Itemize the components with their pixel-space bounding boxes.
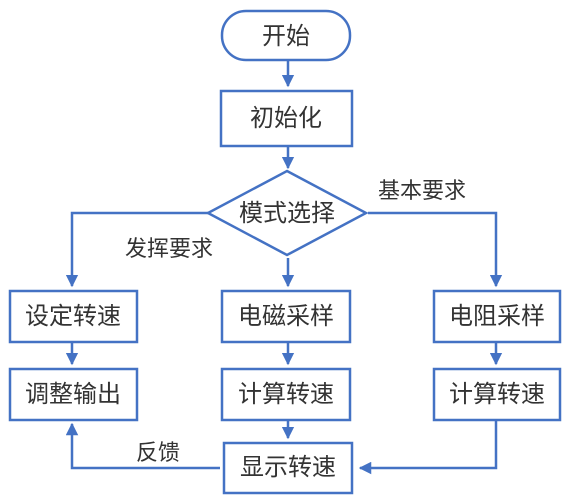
edge-select-to-set-speed [65, 211, 208, 288]
calc-speed-right-label: 计算转速 [449, 380, 545, 408]
init-node-label: 初始化 [250, 104, 322, 132]
edge-labels: 发挥要求 基本要求 反馈 [125, 179, 466, 466]
set-speed-node [8, 289, 139, 344]
start-node [220, 9, 352, 62]
em-sampling-node [220, 289, 352, 344]
init-node [219, 89, 354, 148]
edges [65, 60, 503, 475]
feedback-label: 反馈 [136, 441, 180, 466]
basic-requirement-label: 基本要求 [378, 179, 466, 204]
display-speed-node [222, 441, 354, 495]
extended-requirement-label: 发挥要求 [125, 237, 213, 262]
calc-speed-right-node [432, 367, 562, 422]
calc-speed-mid-node [220, 367, 352, 422]
edge-feedback [65, 422, 220, 470]
display-speed-label: 显示转速 [240, 453, 336, 481]
set-speed-label: 设定转速 [25, 302, 121, 330]
mode-select-decision [205, 169, 369, 257]
mode-select-label: 模式选择 [239, 199, 335, 227]
start-node-label: 开始 [262, 22, 310, 50]
edge-select-to-res-sampling [368, 211, 503, 288]
nodes: 开始 初始化 模式选择 设定转速 调整输出 电磁采样 计算转速 电阻采样 计算转… [8, 9, 562, 495]
edge-calc-right-to-display [358, 420, 498, 475]
adjust-output-node [8, 367, 139, 422]
calc-speed-mid-label: 计算转速 [238, 380, 334, 408]
res-sampling-node [432, 289, 562, 344]
res-sampling-label: 电阻采样 [449, 302, 545, 330]
em-sampling-label: 电磁采样 [238, 302, 334, 330]
adjust-output-label: 调整输出 [25, 380, 121, 408]
